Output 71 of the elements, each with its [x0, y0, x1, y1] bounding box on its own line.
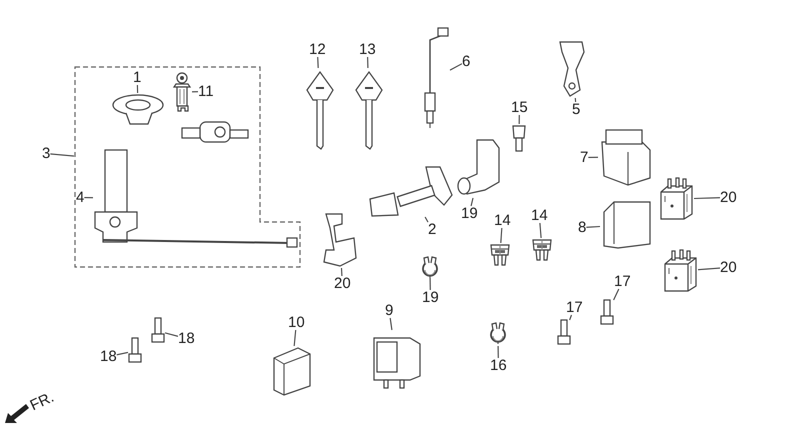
callout-number: 8: [578, 220, 586, 235]
leader-line: [192, 91, 198, 92]
leader-line: [84, 197, 93, 198]
connector-drawing: [368, 165, 453, 217]
callout-number: 20: [720, 260, 737, 275]
case-drawing: [272, 346, 312, 396]
relay-drawing: [662, 250, 698, 292]
leader-line: [450, 63, 462, 71]
callout-number: 17: [614, 274, 631, 289]
leader-line: [698, 268, 720, 270]
callout-number: 4: [76, 190, 84, 205]
leader-line: [116, 352, 128, 356]
callout-number: 6: [462, 54, 470, 69]
hose-clip-drawing: [421, 256, 439, 278]
bolt-drawing: [151, 318, 165, 344]
leader-line: [500, 228, 502, 244]
hose-clip-drawing: [489, 322, 507, 346]
leader-line: [317, 56, 319, 68]
callout-number: 11: [198, 84, 214, 99]
callout-number: 7: [580, 150, 588, 165]
dashed-group-frame: [74, 66, 302, 268]
callout-number: 18: [100, 349, 117, 364]
relay-drawing: [658, 178, 694, 220]
leader-line: [498, 346, 499, 358]
callout-number: 5: [572, 102, 580, 117]
callout-number: 1: [133, 70, 142, 85]
leader-line: [574, 98, 576, 102]
leader-line: [613, 288, 620, 300]
leader-line: [694, 197, 720, 200]
leader-line: [539, 222, 542, 238]
leader-line: [164, 332, 178, 337]
callout-number: 13: [359, 42, 376, 57]
callout-number: 2: [428, 222, 436, 237]
callout-number: 17: [566, 300, 583, 315]
leader-line: [430, 278, 431, 290]
leader-line: [424, 216, 428, 222]
leader-line: [518, 115, 520, 124]
bulb-drawing: [511, 124, 527, 152]
leader-line: [588, 156, 598, 158]
fuse-drawing: [531, 238, 553, 262]
bolt-drawing: [128, 338, 142, 364]
callout-number: 14: [494, 213, 511, 228]
callout-number: 20: [720, 190, 737, 205]
leader-line: [367, 56, 368, 68]
callout-number: 3: [42, 146, 50, 161]
leader-line: [294, 330, 296, 346]
callout-number: 15: [511, 100, 528, 115]
callout-number: 20: [334, 276, 351, 291]
callout-number: 12: [309, 42, 326, 57]
leader-line: [470, 198, 474, 206]
bolt-drawing: [557, 320, 573, 344]
fuel-cap-drawing: [112, 93, 164, 125]
callout-number: 10: [288, 315, 305, 330]
leader-line: [569, 314, 572, 320]
callout-number: 19: [422, 290, 439, 305]
fuse-drawing: [489, 243, 511, 267]
direction-label: FR.: [28, 390, 56, 414]
callout-number: 14: [531, 208, 548, 223]
leader-line: [586, 226, 600, 228]
leader-line: [136, 84, 138, 94]
callout-number: 16: [490, 358, 507, 373]
callout-number: 19: [461, 206, 478, 221]
ignition-switch-drawing: [93, 150, 298, 248]
callout-number: 9: [385, 303, 394, 318]
leader-line: [390, 318, 392, 330]
leader-line: [340, 268, 342, 276]
bolt-drawing: [600, 300, 616, 324]
connector-holder-drawing: [322, 212, 358, 268]
lock-cylinder-drawing: [172, 72, 192, 112]
leader-line: [50, 153, 74, 157]
callout-number: 18: [178, 331, 195, 346]
